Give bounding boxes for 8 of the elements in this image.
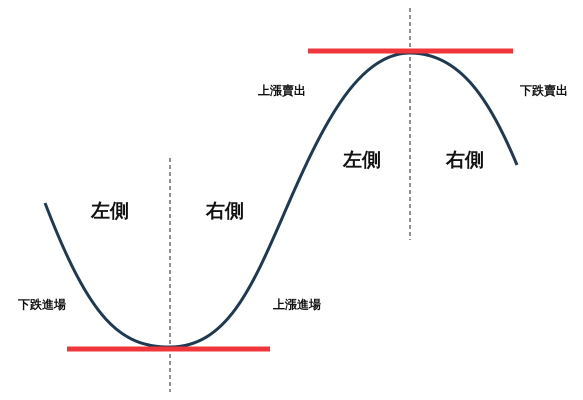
side-label: 右側 <box>206 199 244 224</box>
signal-label: 上漲進場 <box>273 296 321 314</box>
signal-label: 下跌賣出 <box>520 82 568 100</box>
side-label: 左側 <box>91 199 129 224</box>
side-label: 右側 <box>446 148 484 173</box>
side-label: 左側 <box>343 148 381 173</box>
signal-label: 上漲賣出 <box>258 82 306 100</box>
signal-label: 下跌進場 <box>18 296 66 314</box>
